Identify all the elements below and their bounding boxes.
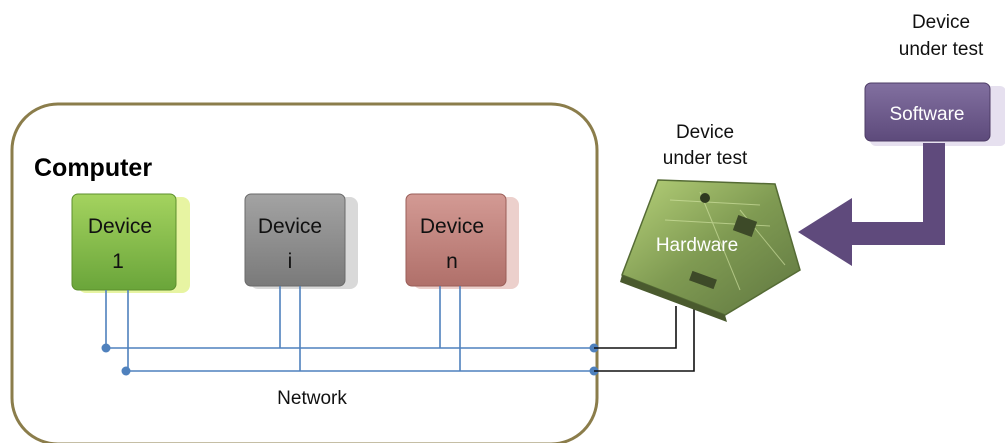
hardware-connection xyxy=(594,302,695,372)
software-label: Software xyxy=(890,104,965,125)
hardware-caption-line2: under test xyxy=(663,148,748,169)
hardware-label: Hardware xyxy=(656,235,738,256)
software-to-hardware-arrow xyxy=(798,143,945,266)
device-1-label-line1: Device xyxy=(88,215,152,238)
hardware-board: Hardware xyxy=(620,179,801,322)
software-caption-line1: Device xyxy=(912,12,970,33)
computer-box xyxy=(10,102,599,443)
hardware-caption-line1: Device xyxy=(676,122,734,143)
device-1-label-line2: 1 xyxy=(112,250,124,273)
network-label: Network xyxy=(277,388,347,409)
computer-title: Computer xyxy=(34,154,152,182)
device-i-label-line2: i xyxy=(288,250,293,273)
device-n: Device n xyxy=(405,193,519,289)
software-box: Software xyxy=(864,82,1005,146)
software-caption-line2: under test xyxy=(899,39,984,60)
network-node xyxy=(121,366,131,376)
network-node xyxy=(101,343,111,353)
device-n-label-line1: Device xyxy=(420,215,484,238)
device-n-label-line2: n xyxy=(446,250,458,273)
device-i: Device i xyxy=(244,193,358,289)
device-i-label-line1: Device xyxy=(258,215,322,238)
network-bus xyxy=(105,286,594,372)
device-1: Device 1 xyxy=(71,193,190,293)
